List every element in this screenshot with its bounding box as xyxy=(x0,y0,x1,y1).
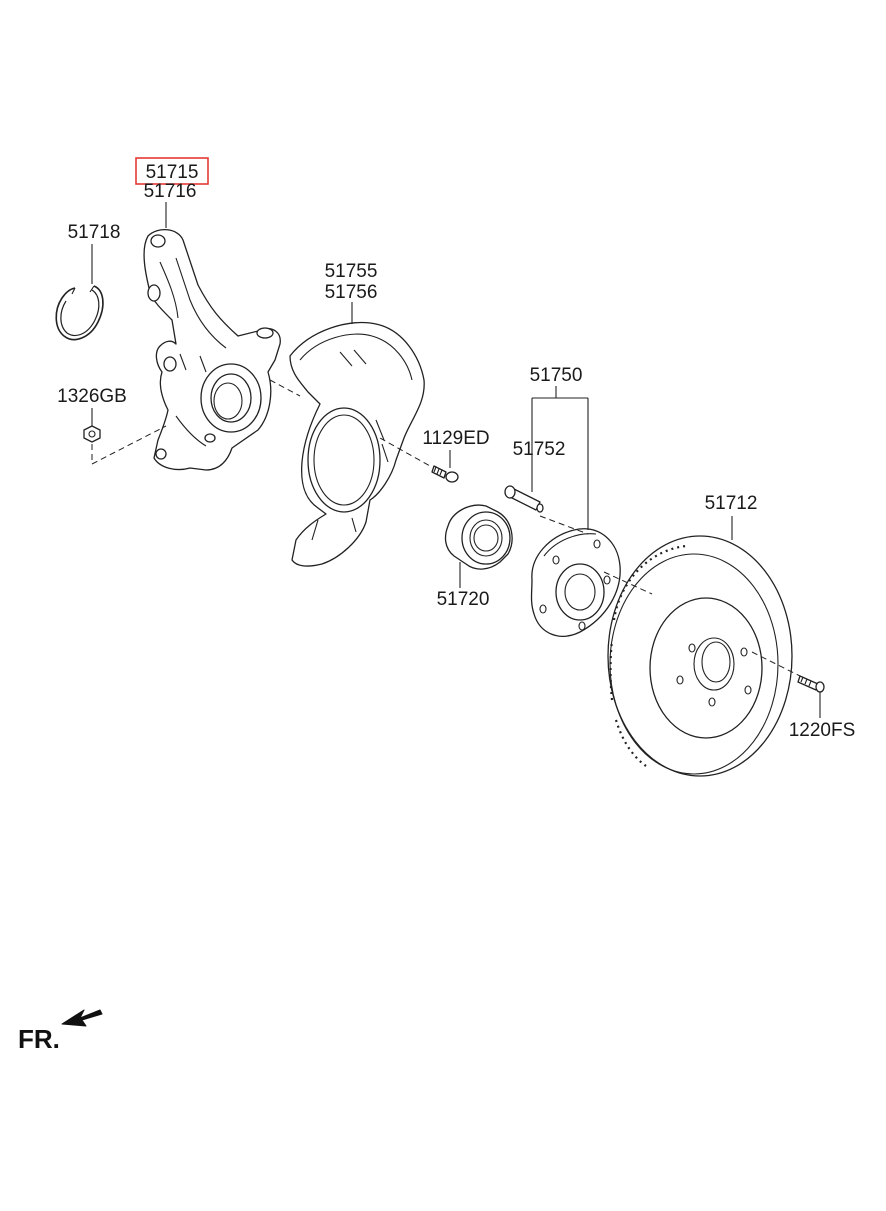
leader-lines xyxy=(91,202,821,718)
label-51716[interactable]: 51716 xyxy=(144,181,197,202)
label-51712[interactable]: 51712 xyxy=(705,493,758,514)
label-51756[interactable]: 51756 xyxy=(325,282,378,303)
bolt-1129ed[interactable] xyxy=(431,465,459,483)
fr-label: FR. xyxy=(18,1024,60,1054)
label-51715[interactable]: 51715 xyxy=(146,162,199,183)
arrow-icon xyxy=(61,1009,103,1027)
wheel-bearing[interactable] xyxy=(444,504,513,570)
label-51752[interactable]: 51752 xyxy=(513,439,566,460)
screw-1220fs[interactable] xyxy=(797,675,825,693)
steering-knuckle[interactable] xyxy=(143,229,281,471)
front-direction-indicator: FR. xyxy=(18,1009,103,1054)
label-51755[interactable]: 51755 xyxy=(325,261,378,282)
hex-nut[interactable] xyxy=(83,425,101,443)
snap-ring[interactable] xyxy=(55,285,104,341)
brake-disc[interactable] xyxy=(607,535,793,777)
highlight-box xyxy=(135,157,209,185)
label-51718[interactable]: 51718 xyxy=(68,222,121,243)
dust-cover[interactable] xyxy=(289,321,425,567)
label-1220fs[interactable]: 1220FS xyxy=(789,720,856,741)
label-1326gb[interactable]: 1326GB xyxy=(57,386,127,407)
assembly-axis-lines xyxy=(91,379,801,677)
wheel-hub[interactable] xyxy=(530,528,621,637)
hub-bolt[interactable] xyxy=(504,485,544,513)
label-1129ed[interactable]: 1129ED xyxy=(422,428,489,449)
label-51720[interactable]: 51720 xyxy=(437,589,490,610)
label-51750[interactable]: 51750 xyxy=(530,365,583,386)
